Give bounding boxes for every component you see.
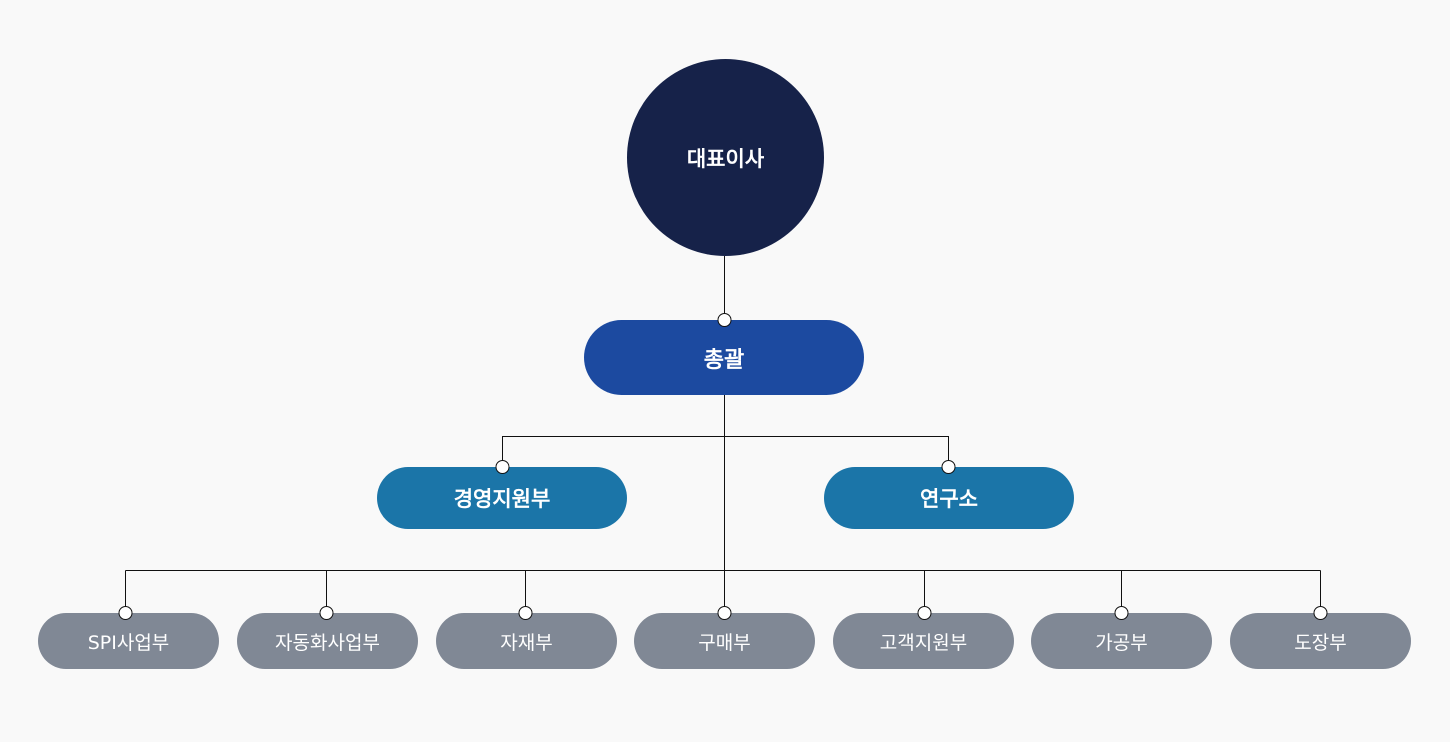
department-label: 구매부 [698,631,751,654]
connector-dot [495,460,510,474]
ceo-node: 대표이사 [627,59,824,256]
connector-dot [118,606,133,620]
department-node-customer-support: 고객지원부 [833,613,1014,669]
connector-dot [917,606,932,620]
department-node-processing: 가공부 [1031,613,1212,669]
connector-divisions [502,436,949,467]
connector-dot [941,460,956,474]
department-label: 자재부 [500,631,553,654]
division-node-management: 경영지원부 [377,467,627,529]
department-node-purchasing: 구매부 [634,613,815,669]
division-label: 연구소 [920,487,978,511]
division-label: 경영지원부 [453,487,551,511]
connector-dot [717,313,732,327]
department-label: 가공부 [1095,631,1148,654]
connector-dot [1313,606,1328,620]
division-node-research: 연구소 [824,467,1074,529]
department-label: 도장부 [1294,631,1347,654]
department-node-automation: 자동화사업부 [237,613,418,669]
connector-dot [319,606,334,620]
department-label: 자동화사업부 [275,631,380,654]
general-label: 총괄 [703,347,745,373]
connector-dot [518,606,533,620]
department-node-painting: 도장부 [1230,613,1411,669]
department-node-spi: SPI사업부 [38,613,219,669]
connector-dot [1114,606,1129,620]
connector-dot [717,606,732,620]
department-label: 고객지원부 [879,631,968,654]
department-node-materials: 자재부 [436,613,617,669]
general-node: 총괄 [584,320,864,395]
ceo-label: 대표이사 [686,146,765,171]
department-label: SPI사업부 [87,631,170,654]
